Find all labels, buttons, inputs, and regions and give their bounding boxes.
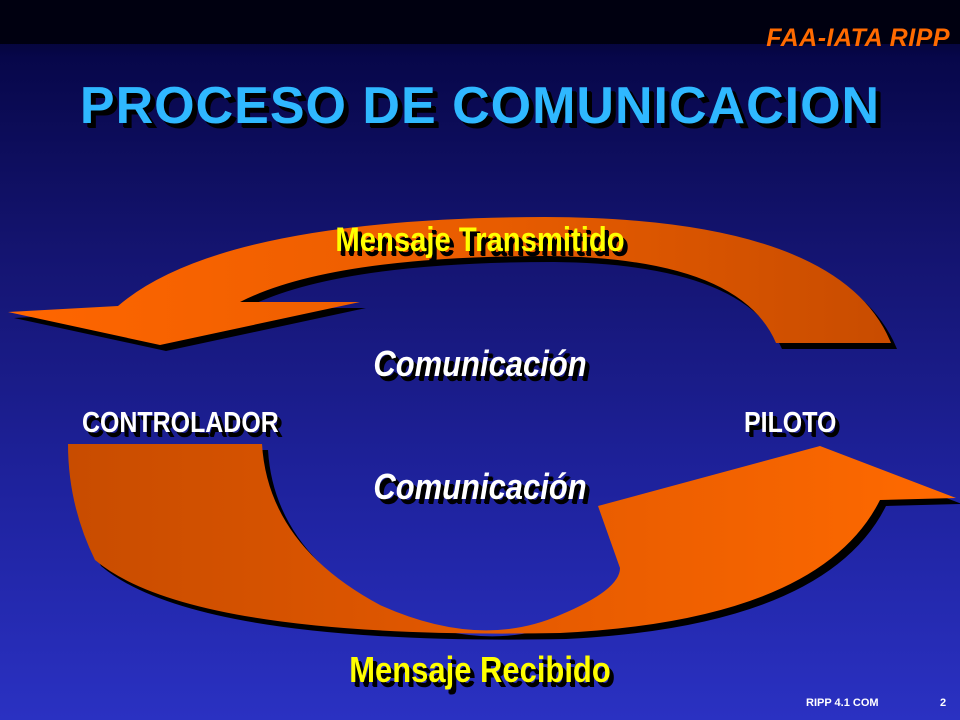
pilot-label: PILOTO xyxy=(744,407,837,439)
footer-page-number: 2 xyxy=(940,697,947,709)
page-title: PROCESO DE COMUNICACION xyxy=(79,77,881,135)
top-arrow xyxy=(8,217,891,345)
footer-slide-code: RIPP 4.1 COM xyxy=(806,697,879,709)
top-bar xyxy=(0,0,960,44)
communication-label-upper: Comunicación xyxy=(373,343,587,384)
communication-label-lower: Comunicación xyxy=(373,466,587,507)
bottom-arrow xyxy=(68,444,956,634)
message-received-label: Mensaje Recibido xyxy=(349,649,611,690)
controller-label: CONTROLADOR xyxy=(82,407,279,439)
message-transmitted-label: Mensaje Transmitido xyxy=(335,221,625,259)
brand-logo-text: FAA-IATA RIPP xyxy=(766,24,950,52)
